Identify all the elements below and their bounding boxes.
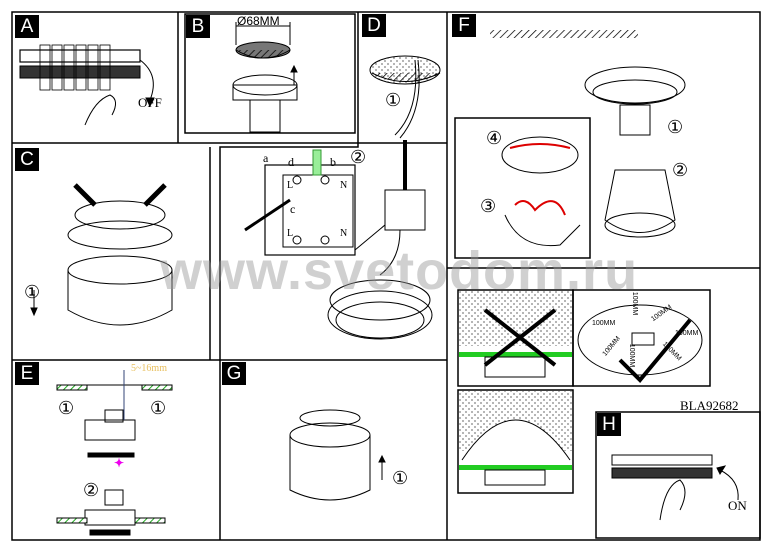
step-e2: ② xyxy=(83,480,100,500)
ceiling-hole-wire xyxy=(369,55,441,139)
step-f4: ④ xyxy=(486,128,503,148)
panel-label-c: C xyxy=(15,148,39,171)
model-number: BLA92682 xyxy=(680,398,739,413)
clearance-diagram xyxy=(577,304,703,383)
panel-label-g: G xyxy=(222,362,246,385)
wire-label-l2: L xyxy=(287,228,294,239)
step-f3: ③ xyxy=(480,196,497,216)
step-e1-left: ① xyxy=(58,398,75,418)
install-steps-e: ✦ xyxy=(56,370,173,536)
correct-installation xyxy=(459,391,572,486)
off-text: OFF xyxy=(138,95,162,110)
cutout-illustration xyxy=(232,22,298,133)
gap-dimension: 5~16mm xyxy=(131,363,167,374)
svg-text:✦: ✦ xyxy=(114,456,124,470)
wire-label-n2: N xyxy=(340,228,348,239)
cutout-diameter: Ø68MM xyxy=(237,14,280,28)
step-f2: ② xyxy=(672,160,689,180)
wrong-installation xyxy=(459,291,572,378)
terminal-d: d xyxy=(288,155,294,169)
panel-label-d: D xyxy=(362,14,386,37)
panel-dividers xyxy=(12,12,761,540)
lamp-replacement xyxy=(490,30,686,247)
outer-frame xyxy=(11,11,761,541)
step-g1: ① xyxy=(392,468,409,488)
clearance-label: 100MM xyxy=(628,343,636,368)
on-text: ON xyxy=(728,498,747,513)
panel-label-b: B xyxy=(186,15,210,38)
fixture-pushed-in xyxy=(289,409,386,501)
panel-label-h: H xyxy=(597,413,621,436)
step-f1: ① xyxy=(667,117,684,137)
fixture-with-springs xyxy=(30,183,173,326)
junction-box xyxy=(327,140,433,340)
panel-label-f: F xyxy=(452,14,476,37)
clearance-label: 100MM xyxy=(592,320,616,327)
step-d1: ① xyxy=(385,90,402,110)
wire-label-l1: L xyxy=(287,180,294,191)
clearance-label: 100MM xyxy=(675,330,699,337)
breaker-panel-off xyxy=(19,44,155,126)
terminal-c: c xyxy=(290,202,296,216)
breaker-panel-on xyxy=(611,454,739,521)
panel-label-a: A xyxy=(15,15,39,38)
step-d2: ② xyxy=(350,147,367,167)
watermark: www.svetodom.ru xyxy=(160,241,639,301)
terminal-b: b xyxy=(330,155,336,169)
wire-label-n1: N xyxy=(340,180,348,191)
terminal-block xyxy=(244,149,356,256)
panel-label-e: E xyxy=(15,362,39,385)
terminal-a: a xyxy=(263,151,269,165)
step-c1: ① xyxy=(24,282,41,302)
step-e1-right: ① xyxy=(150,398,167,418)
